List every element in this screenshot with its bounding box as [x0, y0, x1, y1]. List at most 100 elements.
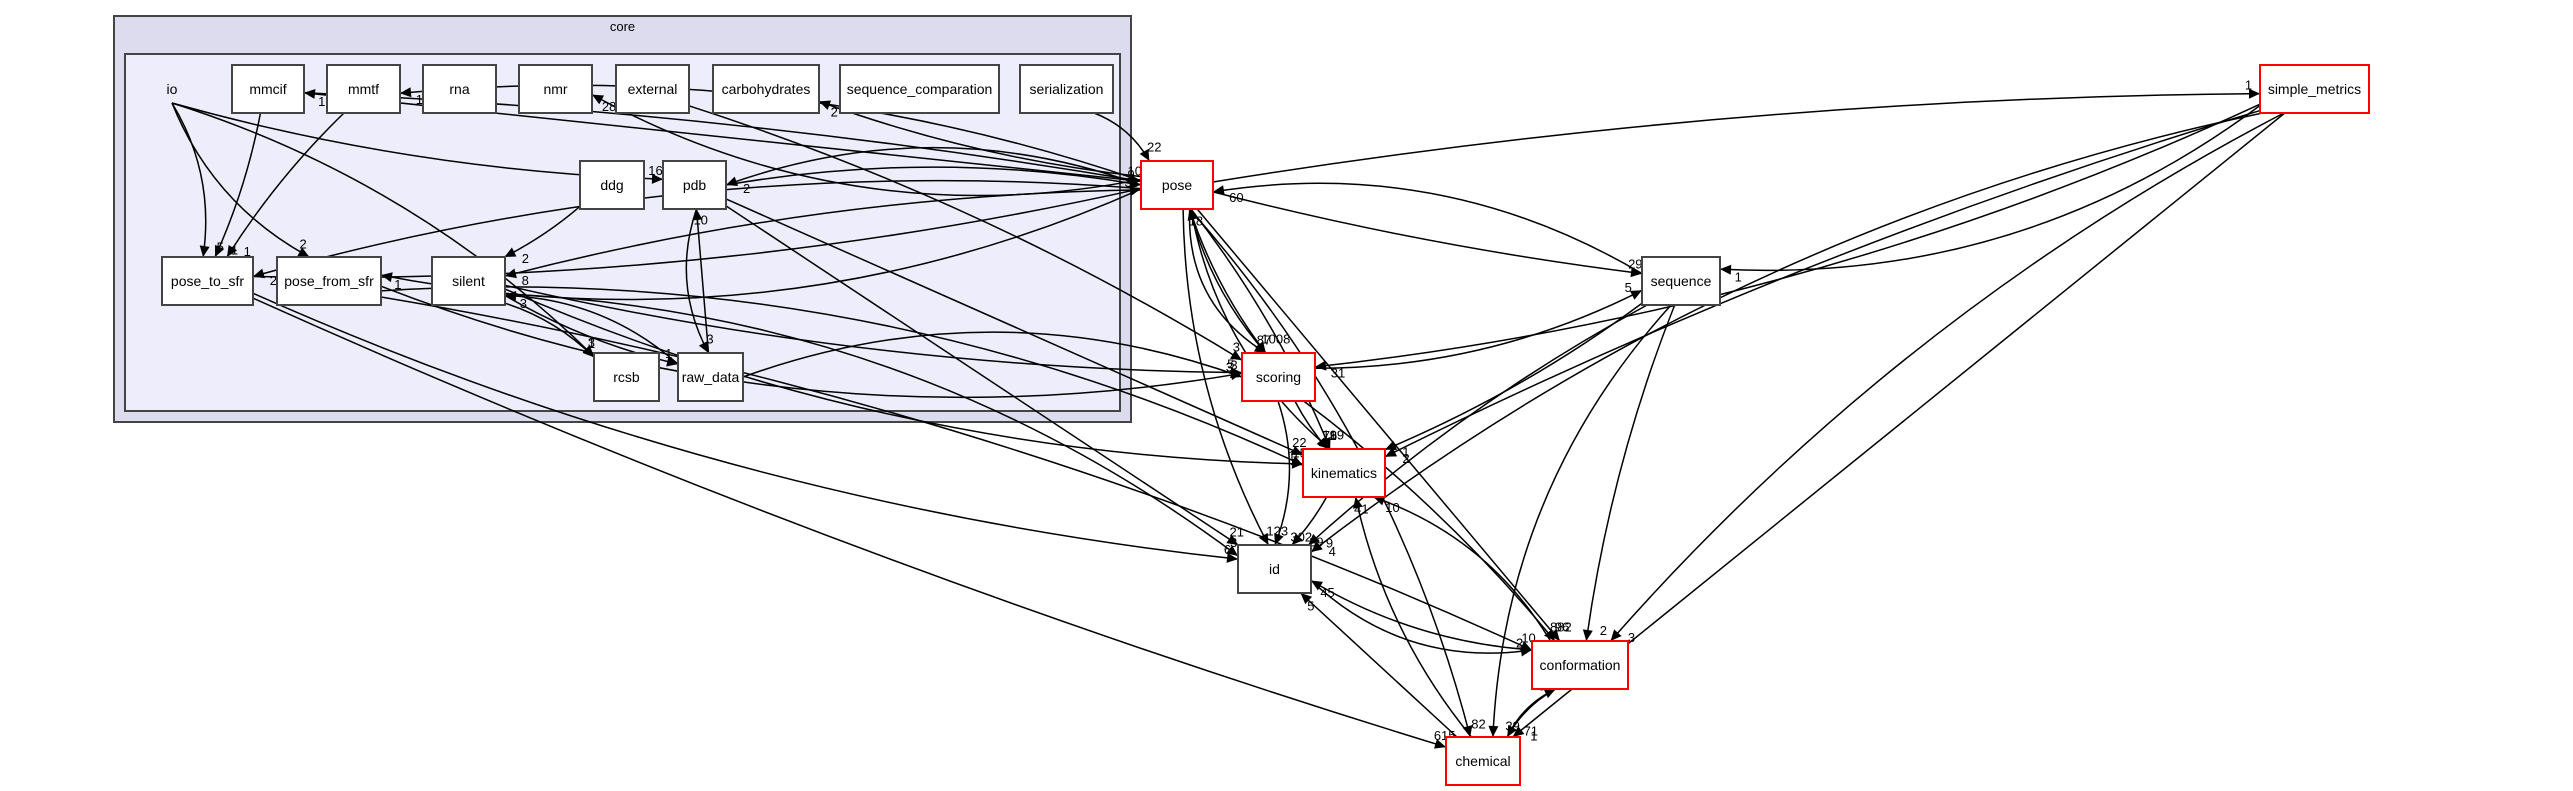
node-carbohydrates[interactable]: carbohydrates [712, 64, 820, 114]
node-pose[interactable]: pose [1140, 160, 1214, 210]
edge-label[interactable]: 10 [693, 213, 707, 228]
edge-label[interactable]: 1 [1402, 445, 1409, 460]
edge-label[interactable]: 3 [706, 332, 713, 347]
node-box[interactable] [518, 64, 593, 114]
edge-label[interactable]: 28 [602, 99, 616, 114]
node-chemical[interactable]: chemical [1445, 736, 1521, 786]
node-box[interactable] [1237, 544, 1312, 594]
node-box[interactable] [662, 160, 727, 210]
edge-label[interactable]: 123 [1266, 524, 1288, 539]
edge-label[interactable]: 82 [1471, 716, 1485, 731]
node-box[interactable] [839, 64, 1000, 114]
node-id[interactable]: id [1237, 544, 1312, 594]
edge-label[interactable]: 21 [1229, 524, 1243, 539]
node-nmr[interactable]: nmr [518, 64, 593, 114]
edge-label[interactable]: 3 [1628, 630, 1635, 645]
edge-label[interactable]: 45 [1320, 585, 1334, 600]
edge-label[interactable]: 1 [231, 242, 238, 257]
edge-label[interactable]: 31 [1331, 366, 1345, 381]
edge-label[interactable]: 5 [1227, 357, 1234, 372]
node-pdb[interactable]: pdb [662, 160, 727, 210]
node-ddg[interactable]: ddg [579, 160, 645, 210]
node-simple_metrics[interactable]: simple_metrics [2259, 64, 2370, 114]
edge-label[interactable]: 6 [1224, 542, 1231, 557]
edge-label[interactable]: 9 [1128, 167, 1135, 182]
edge-label[interactable]: 4 [1329, 544, 1336, 559]
edge-label[interactable]: 3 [520, 296, 527, 311]
node-box[interactable] [431, 256, 506, 306]
node-silent[interactable]: silent [431, 256, 506, 306]
edge-label[interactable]: 3 [1226, 359, 1233, 374]
node-rna[interactable]: rna [422, 64, 497, 114]
edge-label[interactable]: 9 [1326, 536, 1333, 551]
node-box[interactable] [276, 256, 382, 306]
edge-label[interactable]: 199 [1322, 427, 1344, 442]
node-box[interactable] [1241, 352, 1316, 402]
edge-label[interactable]: 302 [1290, 530, 1312, 545]
edge-label[interactable]: 76 [1323, 428, 1337, 443]
node-rcsb[interactable]: rcsb [593, 352, 660, 402]
edge-label[interactable]: 882 [1550, 619, 1572, 634]
node-pose_from_sfr[interactable]: pose_from_sfr [276, 256, 382, 306]
edge-label[interactable]: 39 [1505, 718, 1519, 733]
edge-label[interactable]: 39 [1309, 534, 1323, 549]
edge-label[interactable]: 38 [1125, 175, 1139, 190]
edge-label[interactable]: 3 [588, 335, 595, 350]
edge-label[interactable]: 1 [416, 92, 423, 107]
node-mmcif[interactable]: mmcif [231, 64, 305, 114]
cluster-label-core[interactable]: core [610, 19, 635, 34]
node-box[interactable] [1531, 640, 1629, 690]
node-box[interactable] [712, 64, 820, 114]
edge-label[interactable]: 3 [1230, 358, 1237, 373]
node-sequence[interactable]: sequence [1641, 256, 1721, 306]
node-box[interactable] [579, 160, 645, 210]
edge-label[interactable]: 1 [665, 346, 672, 361]
node-serialization[interactable]: serialization [1019, 64, 1114, 114]
edge-label[interactable]: 96 [1555, 619, 1569, 634]
node-mmtf[interactable]: mmtf [326, 64, 401, 114]
edge-label[interactable]: 1008 [1261, 331, 1290, 346]
edge-label[interactable]: 1 [1329, 428, 1336, 443]
node-box[interactable] [615, 64, 690, 114]
edge-label[interactable]: 1 [318, 94, 325, 109]
edge-label[interactable]: 1 [588, 336, 595, 351]
node-kinematics[interactable]: kinematics [1302, 448, 1386, 498]
node-box[interactable] [2259, 64, 2370, 114]
node-box[interactable] [231, 64, 305, 114]
edge-label[interactable]: 1 [2245, 78, 2252, 93]
edge-label[interactable]: 5 [1625, 280, 1632, 295]
edge-label[interactable]: 10 [1385, 500, 1399, 515]
node-box[interactable] [422, 64, 497, 114]
edge-label[interactable]: 2 [270, 273, 277, 288]
node-box[interactable] [161, 256, 254, 306]
edge-label[interactable]: 22 [1147, 139, 1161, 154]
edge-label[interactable]: 10 [1127, 163, 1141, 178]
node-box[interactable] [1302, 448, 1386, 498]
node-box[interactable] [677, 352, 744, 402]
edge-label[interactable]: 16 [648, 163, 662, 178]
node-sequence_comparation[interactable]: sequence_comparation [839, 64, 1000, 114]
edge-label[interactable]: 2 [1402, 451, 1409, 466]
node-scoring[interactable]: scoring [1241, 352, 1316, 402]
node-conformation[interactable]: conformation [1531, 640, 1629, 690]
edge-label[interactable]: 8 [522, 273, 529, 288]
edge-label[interactable]: 1 [394, 277, 401, 292]
edge-label[interactable]: 18 [1189, 214, 1203, 229]
cluster-label-io[interactable]: io [167, 81, 178, 97]
edge-label[interactable]: 1 [1530, 728, 1537, 743]
edge-label[interactable]: 5 [217, 239, 224, 254]
node-pose_to_sfr[interactable]: pose_to_sfr [161, 256, 254, 306]
node-box[interactable] [1140, 160, 1214, 210]
node-box[interactable] [593, 352, 660, 402]
edge-label[interactable]: 1 [1735, 270, 1742, 285]
edge-label[interactable]: 3 [1233, 340, 1240, 355]
edge-label[interactable]: 2 [300, 237, 307, 252]
edge-label[interactable]: 87 [1257, 332, 1271, 347]
node-box[interactable] [1641, 256, 1721, 306]
edge-label[interactable]: 1 [1288, 448, 1295, 463]
edge-label[interactable]: 2 [831, 105, 838, 120]
node-box[interactable] [1019, 64, 1114, 114]
edge-label[interactable]: 71 [1524, 723, 1538, 738]
edge-label[interactable]: 29 [1628, 256, 1642, 271]
node-raw_data[interactable]: raw_data [677, 352, 744, 402]
